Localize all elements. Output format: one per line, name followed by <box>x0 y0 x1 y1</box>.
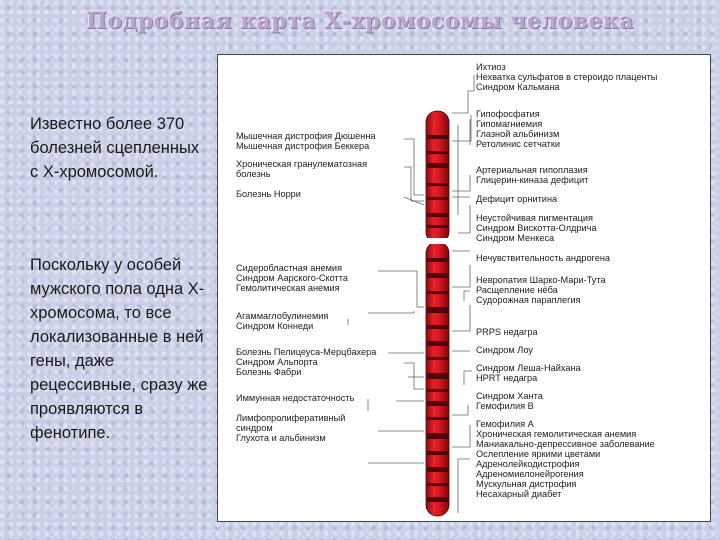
label-glycerol-kinase: Глицерин-киназа дефицит <box>476 175 589 185</box>
page-title: Подробная карта Х-хромосомы человека <box>86 8 634 34</box>
label-kallmann: Синдром Кальмана <box>476 82 560 92</box>
label-granulomatous: Хроническая гранулематозная <box>236 159 367 169</box>
right-labels: Ихтиоз Нехватка сульфатов в стероидо пла… <box>476 62 657 499</box>
label-hunter: Синдром Ханта <box>476 391 544 401</box>
label-ornithine: Дефицит орнитина <box>476 194 558 204</box>
label-hprt: HPRT недагра <box>476 373 538 383</box>
label-agammaglobulinemia: Агаммаглобулинемия <box>236 311 328 321</box>
label-manic-depressive: Маниакально-депрессивное заболевание <box>476 439 655 449</box>
chromosome-short-arm <box>425 110 450 244</box>
label-kennedy: Синдром Коннеди <box>236 321 313 331</box>
label-alport: Синдром Альпорта <box>236 357 319 367</box>
label-adrenoleukodystrophy: Адренолейкодистрофия <box>476 459 580 469</box>
right-connectors <box>452 75 475 513</box>
label-incontinentia: Неустойчивая пигментация <box>476 213 593 223</box>
label-fabry: Болезнь Фабри <box>236 367 301 377</box>
label-immunodeficiency: Иммунная недостаточность <box>236 393 355 403</box>
label-adrenal-hypoplasia: Артериальная гипоплазия <box>476 165 588 175</box>
label-hemolytic: Гемолитическая анемия <box>236 283 340 293</box>
label-cleft-palate: Расщепление нёба <box>476 285 559 295</box>
label-color-blindness: Ослепление яркими цветами <box>476 449 600 459</box>
label-hypomagnesemia: Гипомагниемия <box>476 119 542 129</box>
label-ichthyosis: Ихтиоз <box>476 62 506 72</box>
chromosome <box>424 110 451 517</box>
label-hemophilia-b: Гемофилия В <box>476 401 534 411</box>
label-lesch-nyhan: Синдром Леша-Найхана <box>476 363 582 373</box>
label-adrenomyeloneuropathy: Адреномиелонейрогения <box>476 469 584 479</box>
label-lowe: Синдром Лоу <box>476 345 533 355</box>
chromosome-bands <box>427 135 448 502</box>
label-prps: PRPS недагра <box>476 327 538 337</box>
label-becker: Мышечная дистрофия Беккера <box>236 141 370 151</box>
label-aarskog: Синдром Аарского-Скотта <box>236 273 349 283</box>
label-hypophosphatemia: Гипофосфатия <box>476 109 540 119</box>
label-wiskott: Синдром Вискотта-Олдрича <box>476 223 597 233</box>
label-androgen: Нечувствительность андрогена <box>476 253 611 263</box>
label-lymphoproliferative: Лимфопролиферативный <box>236 413 345 423</box>
label-duchenne: Мышечная дистрофия Дюшенна <box>236 131 376 141</box>
label-hemophilia-a: Гемофилия А <box>476 419 535 429</box>
label-deafness-albinism: Глухота и альбинизм <box>236 433 326 443</box>
label-ocular-albinism: Глазной альбинизм <box>476 129 559 139</box>
label-norrie: Болезнь Норри <box>236 189 301 199</box>
intro-paragraph: Известно более 370 болезней сцепленных с… <box>30 115 200 181</box>
label-pelizaeus: Болезнь Пелицеуса-Мерцбахера <box>236 347 377 357</box>
label-spastic-paraplegia: Судорожная параплегия <box>476 295 581 305</box>
label-diabetes-insipidus: Несахарный диабет <box>476 489 562 499</box>
chromosome-map: Мышечная дистрофия Дюшенна Мышечная дист… <box>236 62 657 517</box>
explanation-paragraph: Поскольку у особей мужского пола одна Х-… <box>30 256 208 442</box>
left-connectors <box>347 138 425 464</box>
chromosome-map-panel: Мышечная дистрофия Дюшенна Мышечная дист… <box>217 54 711 522</box>
left-labels: Мышечная дистрофия Дюшенна Мышечная дист… <box>236 131 377 443</box>
label-menkes: Синдром Менкеса <box>476 233 555 243</box>
label-retinoschisis: Ретолинис сетчатки <box>476 139 560 149</box>
label-sideroblastic: Сидеробластная анемия <box>236 263 342 273</box>
label-chronic-hemolytic: Хроническая гемолитическая анемия <box>476 429 636 439</box>
label-muscular-dystrophy: Мускульная дистрофия <box>476 479 576 489</box>
label-charcot: Невропатия Шарко-Мари-Тута <box>476 275 606 285</box>
label-lymphoproliferative-2: синдром <box>236 423 273 433</box>
centromere <box>424 238 451 244</box>
label-sulfatase: Нехватка сульфатов в стероидо плаценты <box>476 72 657 82</box>
label-granulomatous-2: болезнь <box>236 169 271 179</box>
